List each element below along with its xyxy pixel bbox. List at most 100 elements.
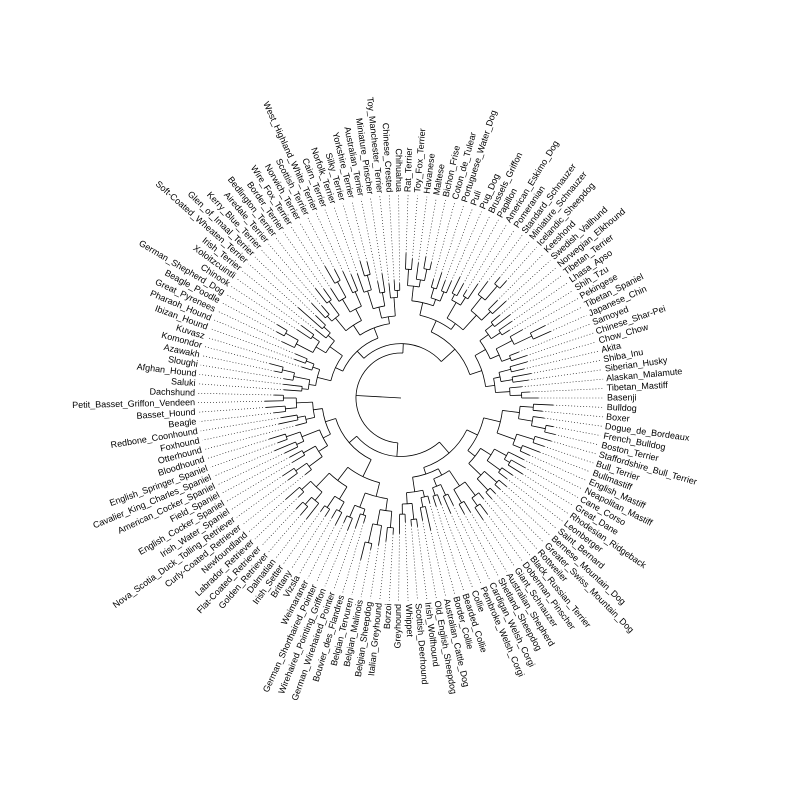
leaf-connector xyxy=(324,209,352,275)
internal-branch xyxy=(485,324,494,331)
leaf-label: Tibetan_Mastiff xyxy=(607,380,669,393)
leaf-connector xyxy=(261,508,297,546)
internal-branch xyxy=(448,470,460,487)
internal-branch xyxy=(273,411,286,414)
internal-branch xyxy=(481,311,491,321)
internal-branch xyxy=(531,425,546,430)
leaf-connector xyxy=(529,454,587,481)
leaf-connector xyxy=(370,545,379,599)
internal-branch xyxy=(441,348,456,362)
internal-branch xyxy=(334,269,341,281)
leaf-connector xyxy=(487,234,523,282)
internal-branch xyxy=(288,472,298,481)
internal-branch xyxy=(493,376,501,379)
internal-branch xyxy=(347,518,353,531)
internal-branch xyxy=(296,440,304,445)
leaf-connector xyxy=(487,513,523,562)
clade-arc xyxy=(470,310,482,321)
internal-branch xyxy=(494,277,501,285)
internal-branch xyxy=(498,479,507,487)
clade-arc xyxy=(324,505,330,510)
leaf-connector xyxy=(521,378,604,388)
internal-branch xyxy=(315,346,327,354)
leaf-connector xyxy=(440,504,473,589)
clade-arc xyxy=(504,451,509,460)
internal-branch xyxy=(490,314,500,323)
clade-arc xyxy=(486,448,495,461)
internal-branch xyxy=(458,504,465,515)
clade-arc xyxy=(507,459,512,466)
clade-arc xyxy=(379,291,385,294)
internal-branch xyxy=(378,525,382,546)
leaf-connector xyxy=(213,319,296,355)
internal-branch xyxy=(295,353,308,360)
internal-branch xyxy=(477,281,488,295)
internal-branch xyxy=(346,280,354,293)
clade-arc xyxy=(462,295,469,300)
internal-branch xyxy=(306,360,315,365)
internal-branch xyxy=(437,494,442,505)
internal-branch xyxy=(308,384,316,386)
internal-branch xyxy=(282,467,295,477)
leaf-connector xyxy=(405,522,409,601)
internal-branch xyxy=(313,408,323,411)
internal-branch xyxy=(416,518,418,527)
internal-branch xyxy=(484,285,498,301)
leaf-label: Akita xyxy=(600,340,622,354)
internal-branch xyxy=(301,325,315,335)
internal-branch xyxy=(274,370,282,374)
internal-branch xyxy=(312,336,320,342)
leaf-connector xyxy=(418,196,428,263)
internal-branch xyxy=(269,433,286,440)
clade-arc xyxy=(326,299,332,304)
internal-branch xyxy=(462,314,477,331)
leaf-connector xyxy=(511,282,569,322)
internal-branch xyxy=(407,269,409,286)
clade-arc xyxy=(498,467,503,473)
internal-branch xyxy=(468,463,482,476)
internal-branch xyxy=(405,253,407,270)
internal-branch xyxy=(509,329,523,338)
leaf-connector xyxy=(429,502,455,594)
clade-arc xyxy=(334,280,341,284)
internal-branch xyxy=(335,317,347,332)
internal-branch xyxy=(376,509,381,525)
internal-branch xyxy=(265,405,286,408)
internal-branch xyxy=(510,459,526,469)
internal-branch xyxy=(327,335,335,342)
internal-branch xyxy=(464,481,476,496)
leaf-connector xyxy=(506,246,538,282)
clade-arc xyxy=(338,296,347,302)
leaf-connector xyxy=(226,294,278,325)
leaf-connector xyxy=(523,459,583,490)
leaf-connector xyxy=(291,515,326,570)
internal-branch xyxy=(324,266,336,284)
clade-arc xyxy=(310,334,315,340)
leaf-connector xyxy=(528,369,603,381)
internal-branch xyxy=(423,256,427,269)
internal-branch xyxy=(545,424,554,428)
leaf-connector xyxy=(248,263,299,308)
leaf-connector xyxy=(333,527,356,590)
internal-branch xyxy=(356,350,365,359)
internal-branch xyxy=(282,369,295,374)
clade-arc xyxy=(453,481,466,490)
leaf-connector xyxy=(518,323,591,353)
internal-branch xyxy=(367,290,374,309)
internal-branch xyxy=(490,354,500,360)
leaf-connector xyxy=(412,195,418,259)
clade-arc xyxy=(321,324,326,329)
leaf-label: Saluki xyxy=(171,376,196,388)
internal-branch xyxy=(306,503,320,520)
clade-arc xyxy=(410,518,417,520)
internal-branch xyxy=(507,464,523,475)
clade-arc xyxy=(293,468,298,474)
internal-branch xyxy=(324,508,331,517)
internal-branch xyxy=(368,523,374,543)
internal-branch xyxy=(432,496,437,507)
leaf-connector xyxy=(425,198,437,258)
leaf-connector xyxy=(524,467,579,498)
clade-arc xyxy=(363,289,372,293)
leaf-connector xyxy=(254,256,317,317)
leaf-connector xyxy=(430,530,446,597)
